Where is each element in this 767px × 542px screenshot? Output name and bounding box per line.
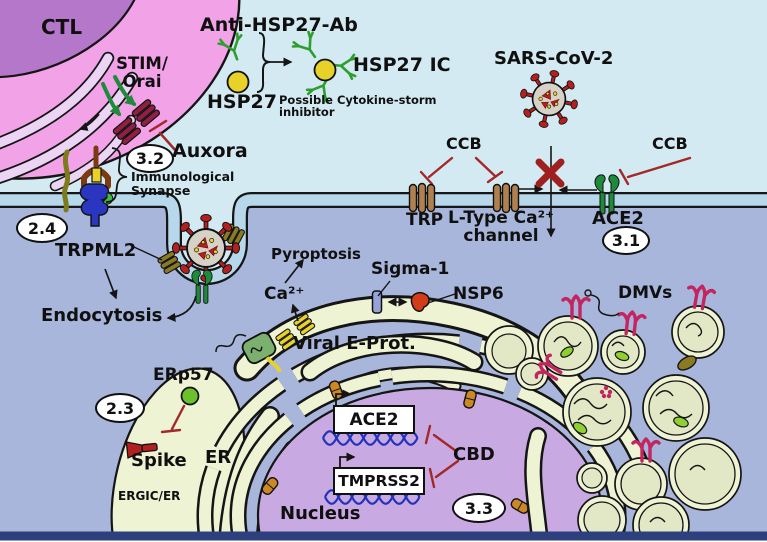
endocytosis-arrows bbox=[104, 268, 197, 322]
label-ccb-right: CCB bbox=[652, 134, 688, 153]
label-pyroptosis: Pyroptosis bbox=[271, 245, 361, 263]
label-trpml2: TRPML2 bbox=[55, 240, 137, 261]
badge-3-2: 3.2 bbox=[126, 144, 174, 173]
label-endocytosis: Endocytosis bbox=[41, 305, 163, 326]
stim-orai-flux-arrows bbox=[101, 75, 137, 117]
label-dmvs: DMVs bbox=[618, 283, 673, 303]
dmv-rna-thread bbox=[584, 289, 620, 317]
immunological-synapse-complex bbox=[62, 145, 128, 227]
synapse-bracket bbox=[105, 147, 128, 203]
adhesion-molecule bbox=[62, 149, 71, 213]
dmv-rna-squiggles bbox=[553, 322, 706, 523]
label-erp57: ERp57 bbox=[153, 365, 214, 385]
label-calcium: Ca²⁺ bbox=[264, 284, 305, 304]
hsp27-protein bbox=[226, 70, 250, 94]
dmv-olive-connector bbox=[677, 355, 697, 371]
label-spike: Spike bbox=[131, 450, 187, 471]
label-stim-orai: STIM/ Orai bbox=[116, 54, 168, 91]
entry-block-line bbox=[512, 146, 597, 238]
erp57-inhibition bbox=[160, 404, 186, 434]
label-ctl: CTL bbox=[41, 15, 83, 39]
ctl-inner-arrow bbox=[78, 113, 100, 131]
cbd-inhibition-lines bbox=[424, 424, 460, 489]
label-viral-e-prot: Viral E-Prot. bbox=[293, 333, 416, 354]
ctl-nucleus bbox=[0, 0, 145, 79]
badge-2-3: 2.3 bbox=[95, 393, 145, 423]
peptide bbox=[91, 167, 102, 183]
label-hsp27-ic: HSP27 IC bbox=[353, 54, 451, 76]
sigma1-pointer bbox=[377, 280, 391, 297]
pyroptosis-arrow bbox=[284, 258, 304, 284]
label-trp: TRP bbox=[406, 210, 444, 230]
trpml2-pointer bbox=[133, 246, 163, 261]
badge-3-1: 3.1 bbox=[602, 226, 650, 255]
label-hsp27: HSP27 bbox=[207, 91, 277, 113]
label-sigma-1: Sigma-1 bbox=[371, 259, 450, 279]
tmprss2-gene-promoter-arrow bbox=[339, 452, 356, 468]
label-ergic-er: ERGIC/ER bbox=[118, 489, 181, 503]
nsp6-pointer bbox=[427, 293, 456, 304]
label-ccb-left: CCB bbox=[446, 134, 482, 153]
label-cbd: CBD bbox=[453, 444, 495, 465]
ace2-gene-box: ACE2 bbox=[333, 405, 415, 434]
label-anti-hsp27-ab: Anti-HSP27-Ab bbox=[200, 14, 358, 36]
ribosome bbox=[241, 331, 282, 373]
calcium-release-arrow bbox=[290, 303, 300, 322]
sigma1-protein bbox=[371, 290, 383, 314]
ccb-inhibition-lines bbox=[419, 156, 692, 186]
label-nucleus: Nucleus bbox=[280, 503, 361, 524]
auxora-inhibition bbox=[148, 119, 178, 153]
label-auxora: Auxora bbox=[172, 140, 248, 162]
label-sars-cov-2: SARS-CoV-2 bbox=[494, 48, 614, 69]
ace2-gene-promoter-arrow bbox=[335, 389, 352, 406]
label-ace2-receptor: ACE2 bbox=[592, 208, 644, 229]
label-nsp6: NSP6 bbox=[453, 284, 504, 304]
spike-protein bbox=[125, 441, 158, 459]
label-l-type-channel: L-Type Ca²⁺ channel bbox=[447, 208, 555, 247]
badge-2-4: 2.4 bbox=[16, 213, 68, 243]
hsp27-immune-complex bbox=[289, 28, 359, 106]
label-er: ER bbox=[205, 447, 232, 468]
dmv-green-inclusions bbox=[560, 346, 689, 435]
dmv-magenta-cluster bbox=[599, 385, 613, 399]
dmv-vesicles bbox=[515, 305, 742, 542]
dmv-cluster bbox=[515, 282, 742, 542]
blocked-x-icon bbox=[535, 158, 565, 188]
label-immunological-synapse: Immunological Synapse bbox=[131, 169, 235, 198]
footer-strip bbox=[0, 531, 767, 541]
badge-3-3: 3.3 bbox=[452, 493, 506, 523]
mrna-thread bbox=[215, 333, 247, 353]
nsp6-protein bbox=[410, 291, 430, 312]
label-cytokine-note: Possible Cytokine-storm inhibitor bbox=[279, 93, 437, 120]
trp-channel bbox=[408, 182, 436, 214]
erp57-protein bbox=[180, 386, 200, 406]
tmprss2-gene-box: TMPRSS2 bbox=[333, 467, 425, 495]
